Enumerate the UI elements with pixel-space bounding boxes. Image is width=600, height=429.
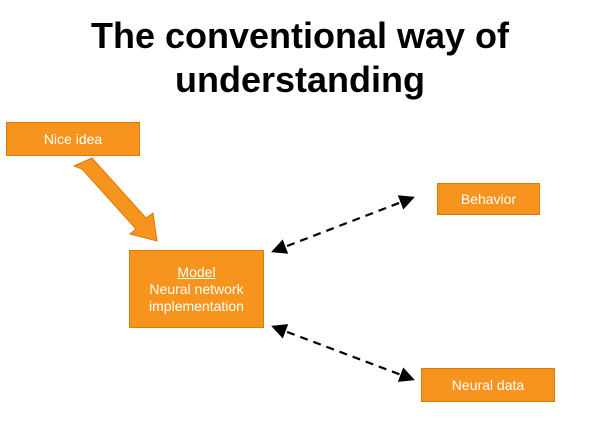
neural-data-box: Neural data (421, 368, 555, 402)
behavior-box: Behavior (437, 183, 540, 215)
slide-title: The conventional way of understanding (0, 14, 600, 102)
model-box: Model Neural network implementation (129, 250, 264, 328)
behavior-label: Behavior (460, 190, 517, 207)
model-behavior-link (271, 195, 415, 254)
title-line-1: The conventional way of (90, 15, 510, 56)
model-title: Model (177, 263, 216, 280)
title-line-2: understanding (175, 59, 425, 100)
nice-idea-label: Nice idea (43, 130, 103, 147)
neural-data-label: Neural data (451, 376, 525, 393)
nice-idea-box: Nice idea (6, 122, 140, 156)
model-neural-data-link (271, 324, 415, 382)
model-line-3: implementation (149, 297, 244, 314)
model-line-2: Neural network (149, 280, 244, 297)
idea-to-model-arrow (72, 157, 158, 242)
